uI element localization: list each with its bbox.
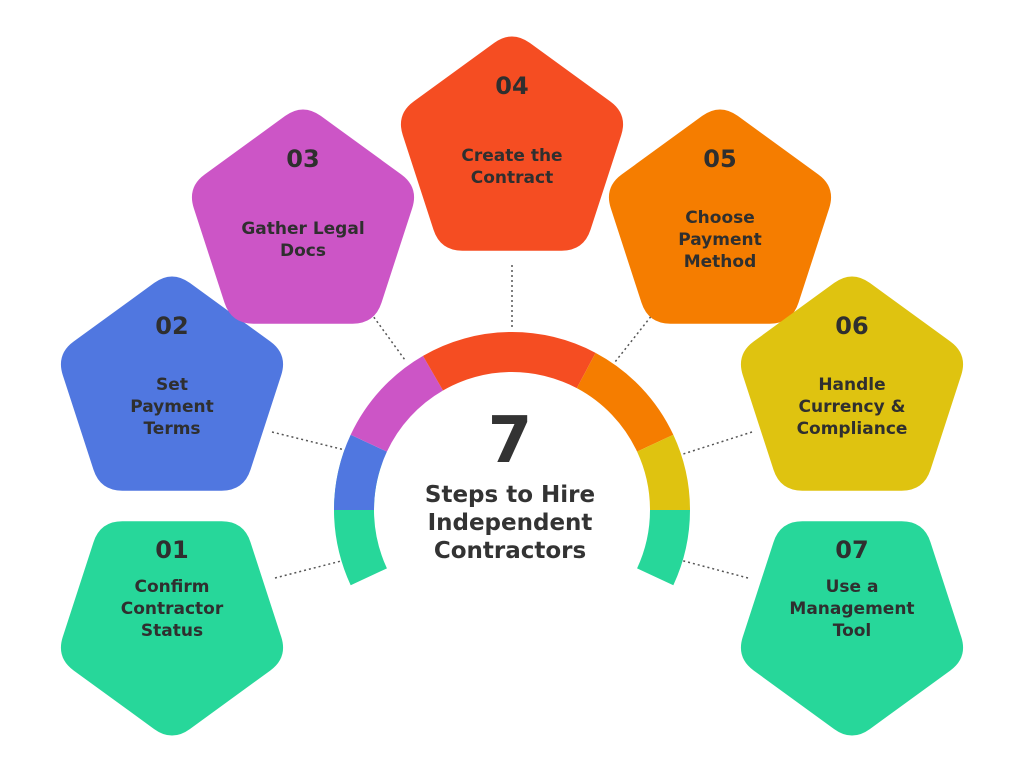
step-label-line: Set (156, 375, 188, 395)
pentagon-shape (60, 521, 284, 736)
center-label: 7 Steps to Hire Independent Contractors (425, 404, 595, 564)
arc-segment-07 (637, 510, 690, 586)
step-label-line: Contract (471, 168, 553, 188)
step-label-line: Status (141, 621, 203, 641)
connector-line (614, 304, 661, 363)
pentagon-shape (400, 36, 624, 251)
step-label-line: Method (684, 252, 757, 272)
step-number: 07 (835, 536, 868, 564)
arc-segment-06 (637, 434, 690, 510)
arc-segment-02 (334, 434, 387, 510)
pentagon-shape (608, 109, 832, 324)
step-label-line: Contractor (121, 599, 224, 619)
step-number: 01 (155, 536, 188, 564)
step-label-line: Gather Legal (241, 219, 364, 239)
center-number: 7 (488, 404, 533, 478)
center-title-line-3: Contractors (434, 538, 586, 564)
pentagon-shape (60, 276, 284, 491)
step-label-line: Terms (143, 419, 200, 439)
pentagon-shape (740, 521, 964, 736)
pentagon-shape (740, 276, 964, 491)
step-label-line: Compliance (797, 419, 908, 439)
step-number: 04 (495, 72, 528, 100)
arc-segment-04 (423, 332, 596, 391)
arc-segment-05 (576, 352, 674, 452)
arc-segment-03 (350, 355, 443, 452)
center-title-line-2: Independent (428, 510, 593, 536)
step-number: 03 (286, 145, 319, 173)
progress-arc (334, 332, 690, 586)
connector-line (271, 431, 346, 451)
step-number: 05 (703, 145, 736, 173)
pentagon-shape (191, 109, 415, 324)
connector-line (274, 559, 346, 579)
step-label-line: Confirm (135, 577, 210, 597)
connector-line (679, 431, 753, 456)
connector-line (679, 559, 749, 579)
step-label-line: Tool (833, 621, 872, 641)
step-label-line: Use a (826, 577, 879, 597)
step-label-line: Management (789, 599, 914, 619)
step-label-line: Docs (280, 241, 326, 261)
step-pentagons: 01ConfirmContractorStatus02SetPaymentTer… (60, 36, 964, 736)
step-label-line: Currency & (799, 397, 906, 417)
step-label-line: Payment (678, 230, 762, 250)
center-title-line-1: Steps to Hire (425, 482, 595, 508)
step-label-line: Create the (461, 146, 562, 166)
step-label-line: Payment (130, 397, 214, 417)
step-number: 02 (155, 312, 188, 340)
step-label-line: Handle (818, 375, 885, 395)
step-number: 06 (835, 312, 868, 340)
step-label-line: Choose (685, 208, 755, 228)
